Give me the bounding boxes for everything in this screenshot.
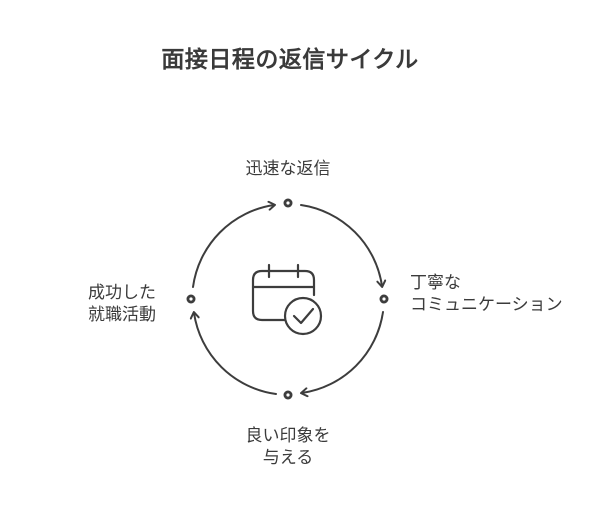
node-label-line: 与える	[262, 448, 314, 468]
node-label-line: 就職活動	[88, 305, 156, 325]
node-dot-left	[186, 294, 196, 304]
node-label-line: 迅速な返信	[245, 159, 331, 179]
arrow-top-to-right	[300, 204, 387, 288]
node-label-line: 成功した	[88, 283, 156, 303]
node-label-successful-job-hunt: 成功した 就職活動	[88, 282, 156, 326]
node-label-polite-communication: 丁寧な コミュニケーション	[410, 272, 563, 316]
arrow-left-to-top	[192, 200, 276, 288]
node-label-quick-reply: 迅速な返信	[238, 158, 338, 180]
node-dot-bottom	[283, 390, 293, 400]
node-label-good-impression: 良い印象を 与える	[236, 425, 340, 469]
calendar-check-icon	[251, 263, 323, 336]
node-dot-right	[379, 294, 389, 304]
node-label-line: 丁寧な	[410, 273, 461, 293]
diagram-title: 面接日程の返信サイクル	[161, 47, 419, 73]
node-label-line: 良い印象を	[245, 426, 331, 446]
arrow-right-to-bottom	[300, 311, 384, 398]
arrow-bottom-to-left	[189, 311, 277, 395]
node-label-line: コミュニケーション	[410, 295, 563, 315]
node-dot-top	[283, 198, 293, 208]
